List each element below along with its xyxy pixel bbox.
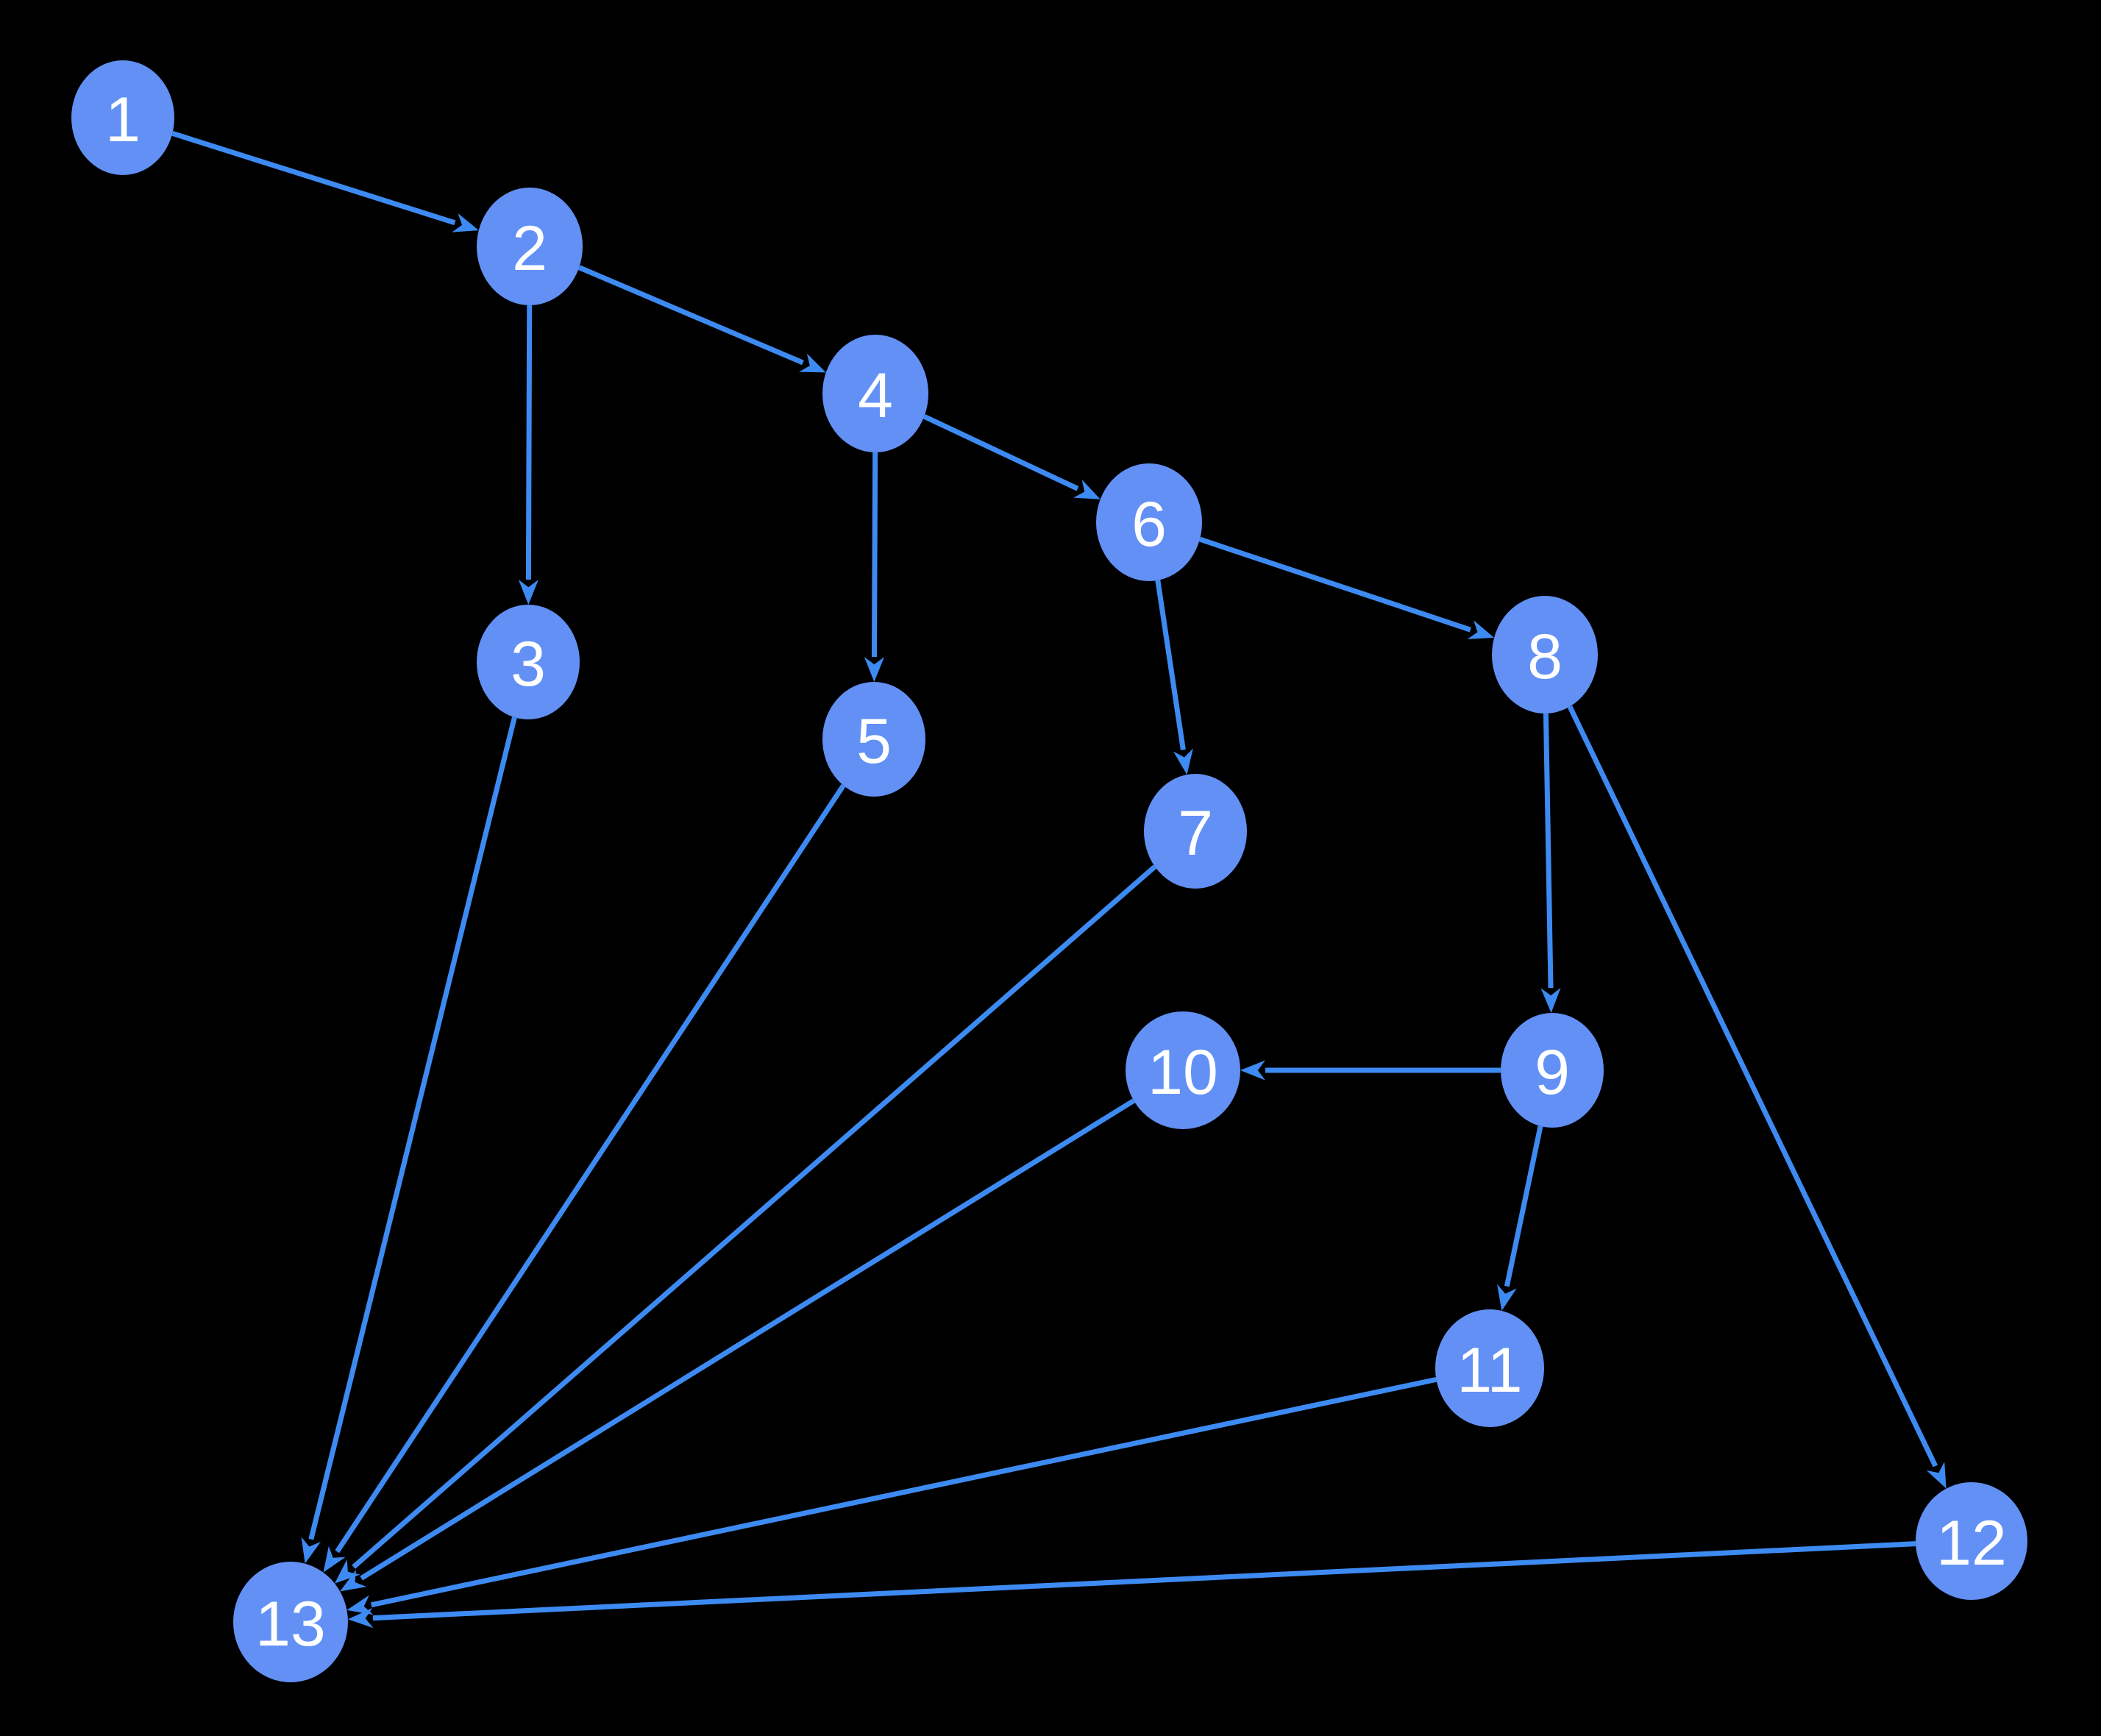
graph-edge-11-to-13 (371, 1376, 1437, 1608)
graph-arrowhead-7-to-13 (334, 1559, 360, 1584)
graph-arrowhead-10-to-13 (340, 1569, 367, 1592)
graph-arrowhead-4-to-6 (1073, 480, 1101, 499)
graph-node-12[interactable]: 12 (1916, 1482, 2027, 1600)
graph-edge-6-to-7 (1155, 580, 1186, 750)
graph-node-7[interactable]: 7 (1144, 774, 1247, 889)
node-shape-5[interactable] (822, 682, 925, 797)
graph-edge-1-to-2 (171, 130, 456, 226)
graph-edge-4-to-6 (922, 414, 1079, 491)
node-shape-11[interactable] (1435, 1309, 1544, 1427)
graph-arrowhead-6-to-8 (1467, 620, 1495, 640)
graph-arrowhead-2-to-3 (518, 579, 538, 605)
graph-node-9[interactable]: 9 (1501, 1013, 1604, 1128)
graph-edge-7-to-13 (352, 864, 1157, 1569)
graph-edge-12-to-13 (372, 1541, 1916, 1621)
graph-edge-8-to-12 (1567, 705, 1938, 1468)
graph-edge-8-to-9 (1543, 713, 1554, 989)
graph-edge-5-to-13 (335, 783, 846, 1554)
node-shape-13[interactable] (233, 1562, 348, 1682)
graph-node-2[interactable]: 2 (477, 188, 583, 305)
graph-node-5[interactable]: 5 (822, 682, 925, 797)
edges-layer (171, 130, 1947, 1629)
node-shape-10[interactable] (1126, 1011, 1240, 1129)
graph-node-11[interactable]: 11 (1435, 1309, 1544, 1427)
graph-edge-2-to-3 (525, 305, 533, 580)
graph-node-3[interactable]: 3 (477, 605, 580, 719)
graph-arrowhead-9-to-11 (1497, 1284, 1517, 1311)
graph-node-13[interactable]: 13 (233, 1562, 348, 1682)
graph-edge-2-to-4 (577, 265, 804, 366)
node-shape-6[interactable] (1096, 463, 1202, 581)
graph-arrowhead-2-to-4 (799, 353, 826, 373)
node-shape-12[interactable] (1916, 1482, 2027, 1600)
graph-edge-6-to-8 (1198, 536, 1471, 633)
graph-node-6[interactable]: 6 (1096, 463, 1202, 581)
graph-edge-9-to-11 (1504, 1125, 1543, 1287)
graph-arrowhead-8-to-9 (1540, 987, 1561, 1014)
graph-arrowhead-6-to-7 (1173, 748, 1193, 775)
graph-arrowhead-3-to-13 (301, 1537, 321, 1564)
graph-arrowhead-5-to-13 (323, 1545, 346, 1573)
graph-node-10[interactable]: 10 (1126, 1011, 1240, 1129)
node-shape-1[interactable] (71, 60, 174, 175)
node-shape-2[interactable] (477, 188, 583, 305)
graph-edge-10-to-13 (360, 1098, 1136, 1581)
graph-arrowhead-9-to-10 (1240, 1060, 1265, 1081)
graph-arrowhead-12-to-13 (347, 1608, 374, 1629)
node-shape-3[interactable] (477, 605, 580, 719)
graph-node-4[interactable]: 4 (822, 335, 928, 452)
graph-node-1[interactable]: 1 (71, 60, 174, 175)
node-shape-7[interactable] (1144, 774, 1247, 889)
graph-arrowhead-11-to-13 (346, 1595, 374, 1615)
graph-arrowhead-8-to-12 (1926, 1462, 1947, 1489)
graph-edge-4-to-5 (871, 452, 878, 658)
node-shape-8[interactable] (1492, 596, 1598, 714)
graph-edge-3-to-13 (308, 716, 517, 1540)
graph-node-8[interactable]: 8 (1492, 596, 1598, 714)
node-shape-9[interactable] (1501, 1013, 1604, 1128)
graph-arrowhead-4-to-5 (864, 656, 885, 683)
graph-arrowhead-1-to-2 (452, 213, 479, 232)
node-shape-4[interactable] (822, 335, 928, 452)
